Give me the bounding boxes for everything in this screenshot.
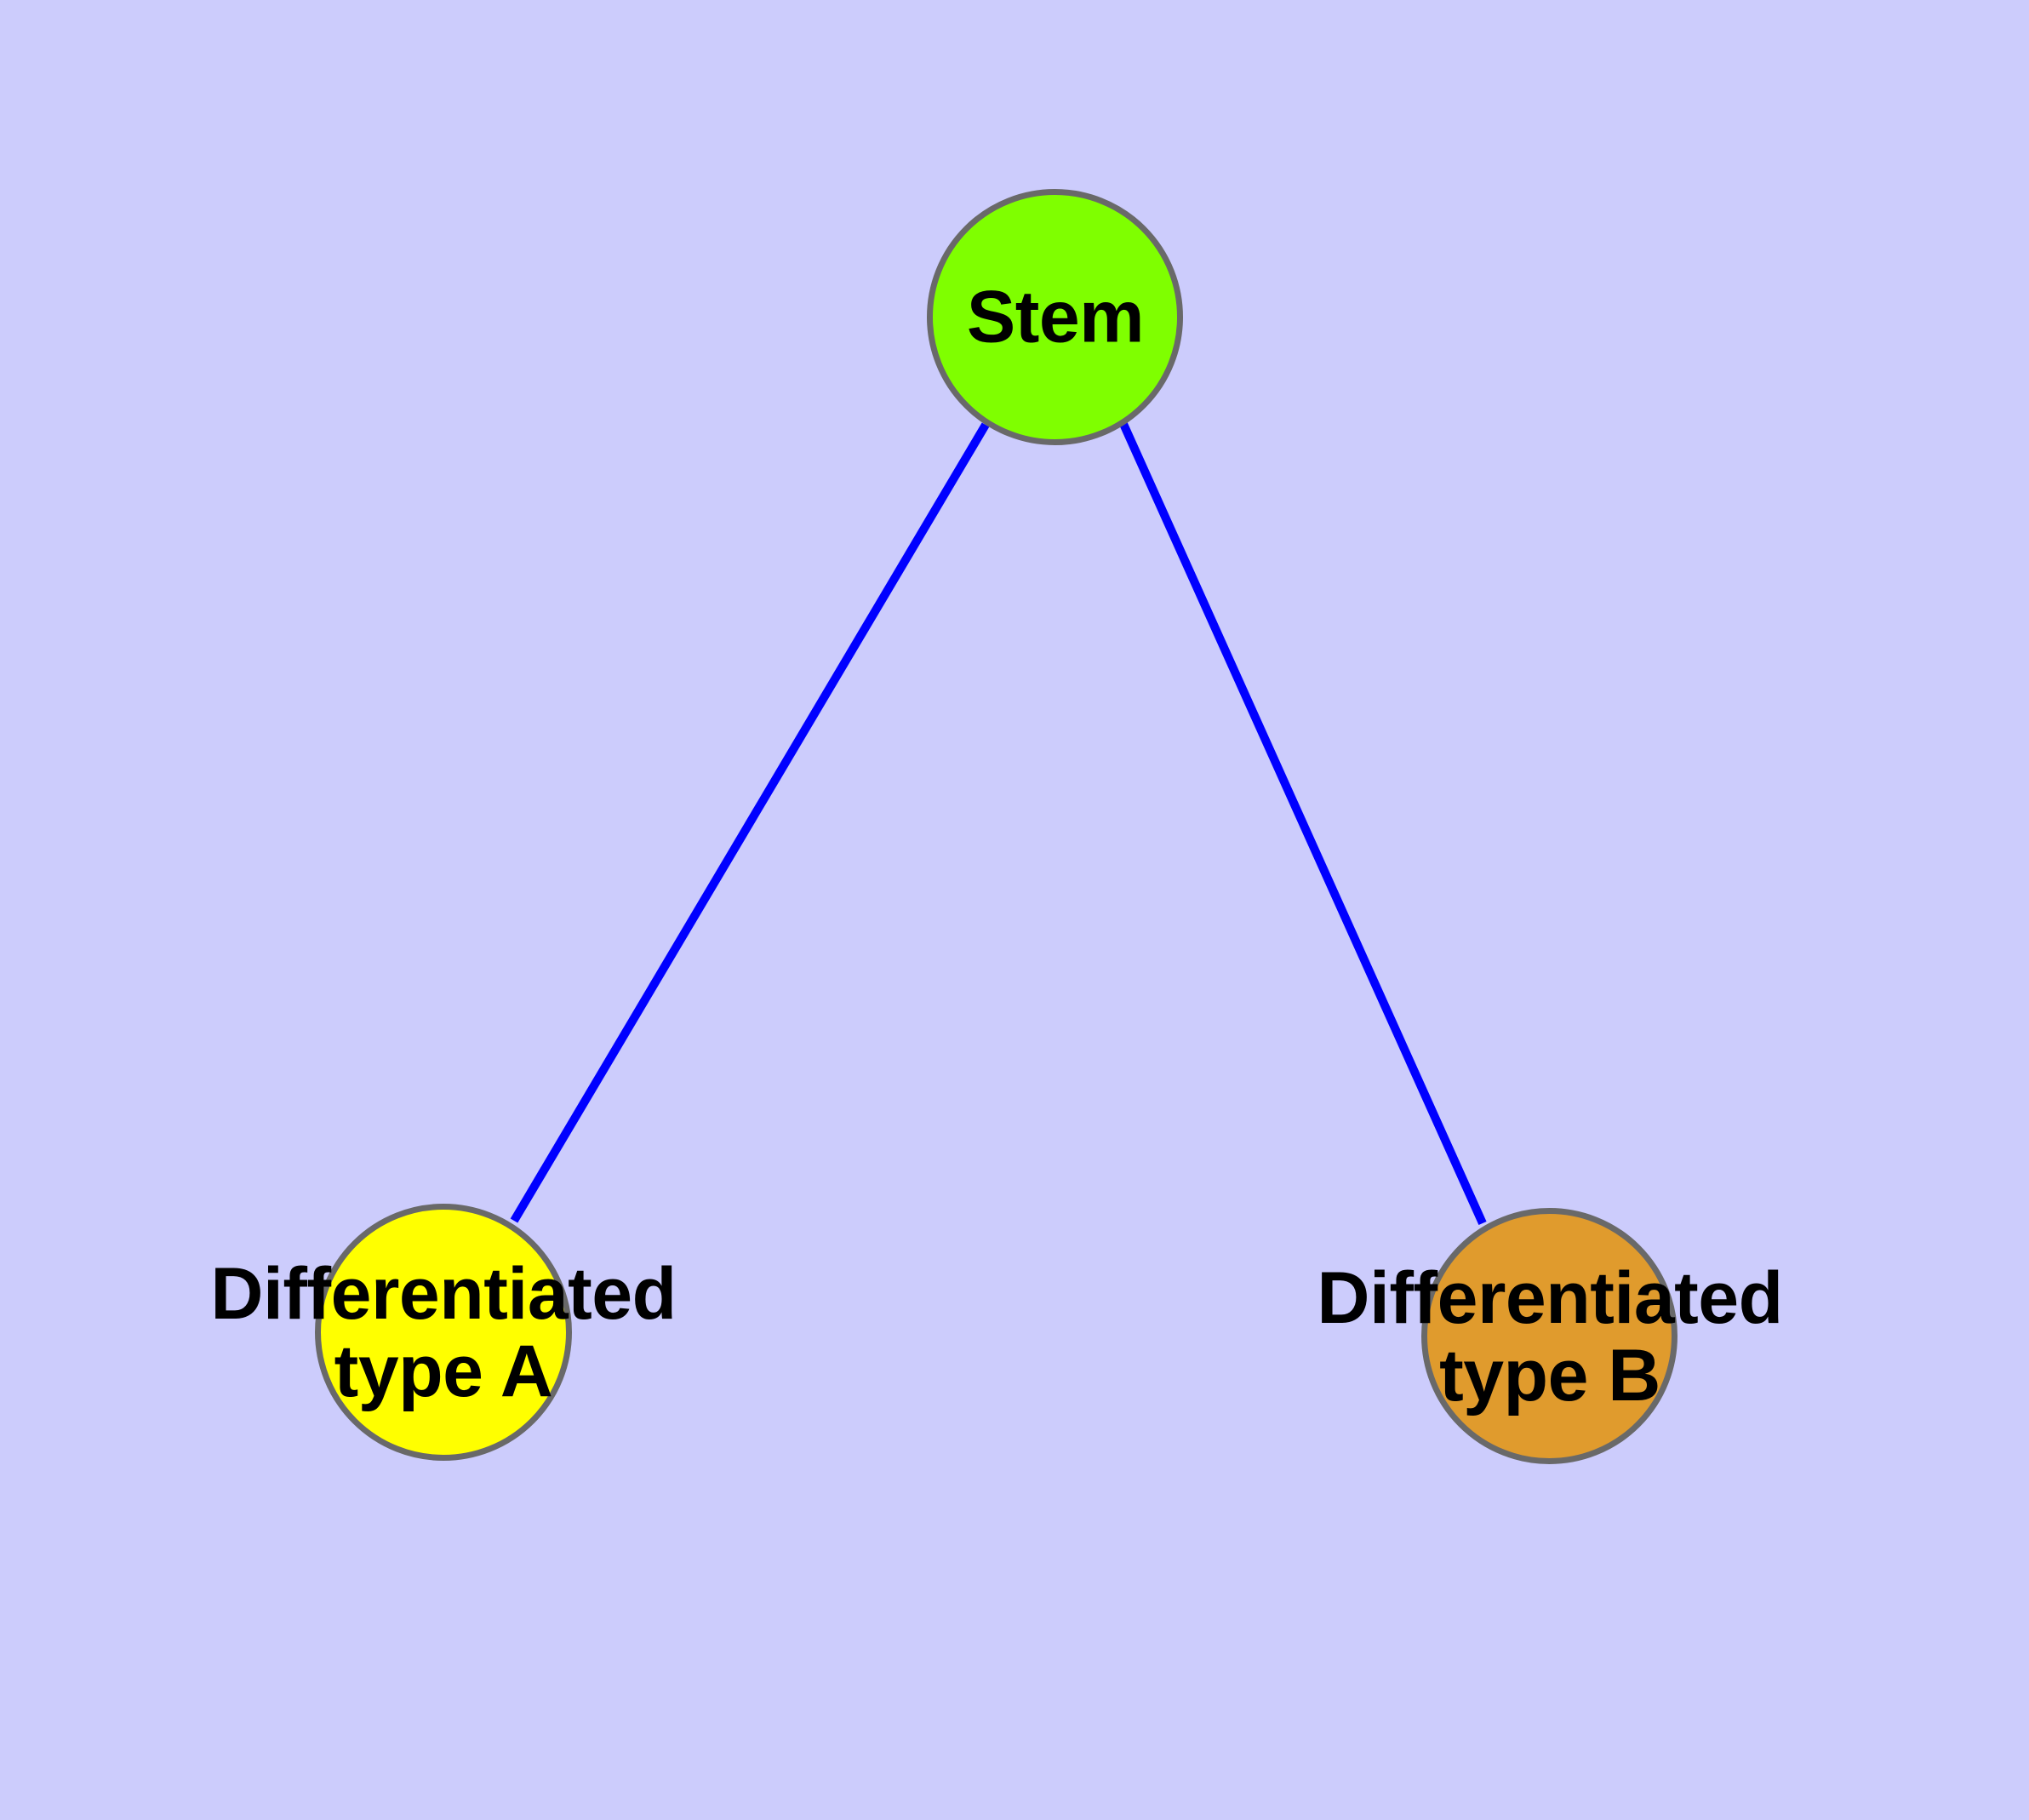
node-stem[interactable] [927, 189, 1183, 445]
node-differentiated-type-b[interactable] [1421, 1208, 1677, 1464]
edge-stem-to-diff-a [510, 422, 990, 1223]
node-differentiated-type-a[interactable] [315, 1204, 572, 1461]
edge-stem-to-diff-b [1119, 421, 1487, 1226]
